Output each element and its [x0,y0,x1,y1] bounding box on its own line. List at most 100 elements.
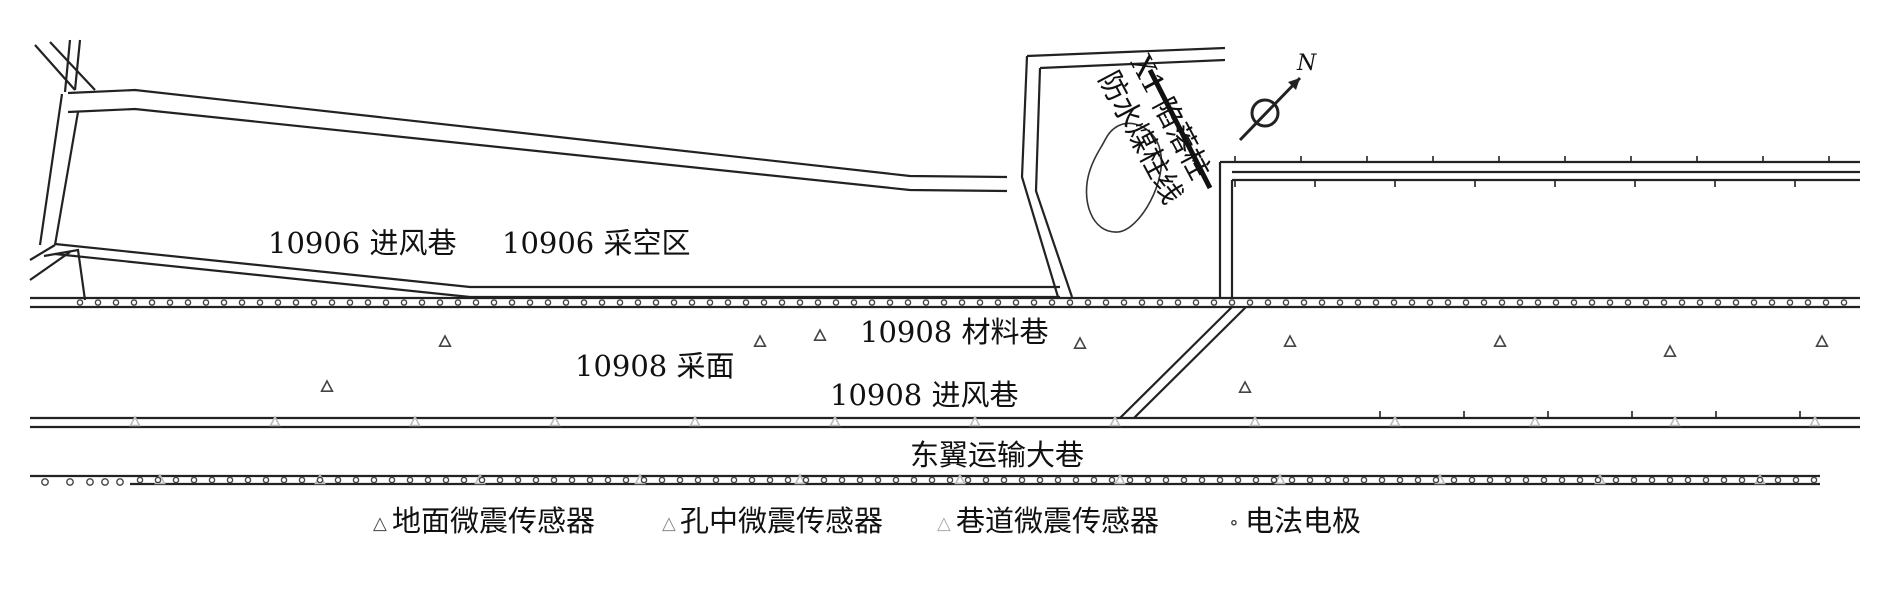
electrode-mark [1372,299,1380,306]
sensor-marks [41,156,1848,486]
electrode-mark [310,299,318,306]
roadway-right-block [1218,160,1860,298]
surface-sensor-mark [438,334,452,347]
electrode-mark [1396,476,1404,484]
roadway-sensor-mark [1249,415,1261,427]
legend: △ 地面微震传感器 △ 孔中微震传感器 △ 巷道微震传感器 ∘ 电法电极 [373,504,1361,538]
electrode-mark [1660,299,1668,306]
electrode-mark [172,476,180,484]
electrode-mark [622,476,630,484]
electrode-mark [130,299,138,306]
roadway-sensor-mark [269,415,281,427]
electrode-mark [940,299,948,306]
roadway-10908-intake [30,416,1860,429]
electrode-mark [1462,299,1470,306]
roadway-sensor-mark [409,415,421,427]
surface-sensor-mark [1283,334,1297,347]
electrode-mark [508,299,516,306]
electrode-mark [364,299,372,306]
electrode-mark [1342,476,1350,484]
electrode-mark [1234,476,1242,484]
electrode-mark [724,299,732,306]
electrode-mark [1714,299,1722,306]
electrode-mark [454,299,462,306]
electrode-mark [1228,299,1236,306]
electrode-mark [712,476,720,484]
electrode-mark [424,476,432,484]
roadway-sensor-mark [954,473,966,485]
electrode-mark [766,476,774,484]
electrode-mark [76,299,84,306]
electrode-mark [1288,476,1296,484]
electrode-mark [1360,476,1368,484]
electrode-mark [496,476,504,484]
electrode-mark [964,476,972,484]
electrode-mark [1558,476,1566,484]
roadway-sensor-mark [1274,473,1286,485]
electrode-mark [658,476,666,484]
electrode-mark [1354,299,1362,306]
electrode-mark [526,299,534,306]
electrode-mark [1012,299,1020,306]
electrode-mark [1264,299,1272,306]
electrode-mark [1180,476,1188,484]
electrode-mark [101,478,109,486]
electrode-mark [928,476,936,484]
electrode-mark [1738,476,1746,484]
electrode-mark [832,299,840,306]
label-face-10908: 10908 采面 [575,349,734,383]
electrode-mark [1048,299,1056,306]
electrode-mark [1390,299,1398,306]
electrode-mark [328,299,336,306]
electrode-mark [1522,476,1530,484]
electrode-mark [760,299,768,306]
electrode-mark [1156,299,1164,306]
electrode-mark [652,299,660,306]
electrode-mark [676,476,684,484]
electrode-mark [886,299,894,306]
roadway-sensor-mark [829,415,841,427]
electrode-mark [1144,476,1152,484]
electrode-mark [382,299,390,306]
electrode-mark [688,299,696,306]
electrode-mark [1414,476,1422,484]
electrode-mark [1570,299,1578,306]
electrode-mark [1282,299,1290,306]
electrode-mark [136,476,144,484]
electrode-mark [730,476,738,484]
electrode-mark [1498,299,1506,306]
electrode-mark [1108,476,1116,484]
surface-sensor-mark [1238,380,1252,393]
surface-sensor-mark [1493,334,1507,347]
electrode-mark [148,299,156,306]
electrode-mark [154,476,162,484]
electrode-mark [1540,476,1548,484]
electrode-mark [86,478,94,486]
electrode-mark [41,478,49,486]
electrode-mark [1624,299,1632,306]
electrode-mark [280,476,288,484]
electrode-mark [1606,299,1614,306]
electrode-mark [460,476,468,484]
electrode-mark [1768,299,1776,306]
electrode-mark [1792,476,1800,484]
surface-sensor-mark [1815,334,1829,347]
electrode-mark [1630,476,1638,484]
electrode-mark [976,299,984,306]
electrode-mark [1822,299,1830,306]
roadway-diagonal [1119,306,1247,419]
electrode-mark [550,476,558,484]
electrode-mark [1732,299,1740,306]
electrode-mark [1066,299,1074,306]
electrode-mark [1480,299,1488,306]
roadway-10906-intake [67,88,1008,193]
electrode-mark [640,476,648,484]
electrode-mark [1534,299,1542,306]
surface-sensor-mark [1073,336,1087,349]
electrode-mark [66,478,74,486]
roadway-sensor-mark [129,415,141,427]
roadway-sensor-mark [1389,415,1401,427]
north-label: N [1296,51,1317,76]
electrode-mark [1126,476,1134,484]
electrode-mark [598,299,606,306]
